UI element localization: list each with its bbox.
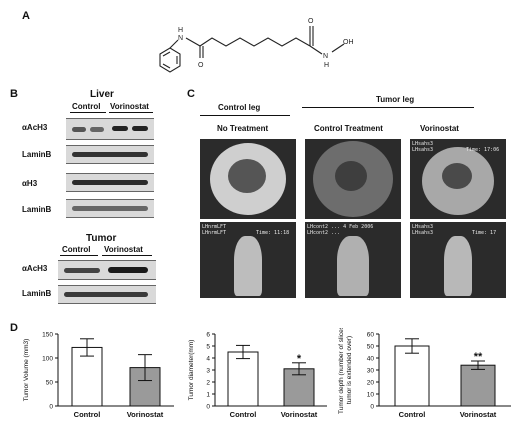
x-tick-label: Control bbox=[399, 410, 426, 419]
mri-cross-section-control-treatment bbox=[305, 139, 401, 219]
control-leg-label: Control leg bbox=[218, 103, 261, 112]
y-tick-label: 1 bbox=[206, 392, 210, 399]
mri-cross-section-vorinostat: LHsahs3 LHsahs3 Time: 17:06 bbox=[410, 139, 506, 219]
column-label-control-treatment: Control Treatment bbox=[314, 124, 383, 133]
liver-vorinostat-bracket bbox=[109, 112, 153, 113]
y-tick-label: 20 bbox=[367, 380, 375, 387]
significance-marker: ** bbox=[474, 351, 483, 363]
liver-row-label: αAcH3 bbox=[22, 123, 48, 132]
overlay-text: LHsahs3 bbox=[412, 224, 434, 230]
column-label-vorinostat: Vorinostat bbox=[420, 124, 459, 133]
liver-title: Liver bbox=[90, 89, 114, 100]
tumor-row-label: αAcH3 bbox=[22, 264, 48, 273]
panel-label-d: D bbox=[10, 322, 18, 334]
y-tick-label: 0 bbox=[370, 404, 374, 411]
y-tick-label: 6 bbox=[206, 332, 210, 339]
tumor-vorinostat-bracket bbox=[102, 255, 152, 256]
y-tick-label: 0 bbox=[206, 404, 210, 411]
panel-label-b: B bbox=[10, 88, 18, 100]
y-tick-label: 3 bbox=[206, 368, 210, 375]
bar bbox=[71, 346, 103, 407]
atom-n-amide: N bbox=[178, 35, 183, 42]
liver-group-control: Control bbox=[72, 102, 101, 111]
overlay-text: LHsahs3 bbox=[412, 147, 434, 153]
y-tick-label: 4 bbox=[206, 356, 210, 363]
liver-row-label: αH3 bbox=[22, 179, 38, 188]
atom-o-carbonyl2: O bbox=[308, 18, 314, 25]
y-tick-label: 0 bbox=[49, 404, 53, 411]
mri-leg-no-treatment: LHnrmLFT LHnrmLFT Time: 11:18 bbox=[200, 222, 296, 298]
tumor-title: Tumor bbox=[86, 233, 117, 244]
liver-blot-laminb bbox=[66, 199, 154, 218]
bar bbox=[227, 351, 259, 407]
chart-tumor-depth: 0 10 20 30 40 50 60 Tumor depth (number of slic… bbox=[338, 328, 511, 419]
atom-h-amide: H bbox=[178, 27, 183, 34]
panel-label-c: C bbox=[187, 88, 195, 100]
x-tick-label: Vorinostat bbox=[127, 410, 164, 419]
tumor-leg-bracket bbox=[302, 107, 474, 108]
y-tick-label: 100 bbox=[42, 356, 53, 363]
x-tick-label: Control bbox=[230, 410, 257, 419]
overlay-text: Time: 17:06 bbox=[466, 147, 500, 153]
y-axis-label: Tumor depth (number of slices bbox=[338, 328, 345, 414]
overlay-text: LHsahs3 bbox=[412, 230, 434, 236]
liver-row-label: LaminB bbox=[22, 205, 52, 214]
y-axis-label: Tumor Volume (mm3) bbox=[23, 339, 30, 402]
y-axis-label: Tumor diameter(mm) bbox=[188, 340, 195, 401]
y-tick-label: 50 bbox=[46, 380, 54, 387]
control-leg-bracket bbox=[200, 115, 290, 116]
y-tick-label: 40 bbox=[367, 356, 375, 363]
overlay-text: LHcont2 ... 4 Feb 2006 bbox=[307, 224, 374, 230]
y-tick-label: 2 bbox=[206, 380, 210, 387]
y-tick-label: 30 bbox=[367, 368, 375, 375]
overlay-text: LHsahs3 bbox=[412, 141, 434, 147]
x-tick-label: Control bbox=[74, 410, 101, 419]
y-tick-label: 10 bbox=[367, 392, 375, 399]
bar bbox=[394, 345, 430, 407]
atom-o-carbonyl1: O bbox=[198, 62, 204, 69]
significance-marker: * bbox=[297, 353, 302, 365]
y-tick-label: 60 bbox=[367, 332, 375, 339]
tumor-group-control: Control bbox=[62, 245, 91, 254]
overlay-text: Time: 17 bbox=[472, 230, 497, 236]
x-tick-label: Vorinostat bbox=[281, 410, 318, 419]
tumor-row-label: LaminB bbox=[22, 289, 52, 298]
overlay-text: LHnrmLFT bbox=[202, 224, 227, 230]
liver-blot-acetyl-h3 bbox=[66, 118, 154, 140]
tumor-leg-label: Tumor leg bbox=[376, 95, 415, 104]
panel-label-a: A bbox=[22, 10, 30, 22]
overlay-text: Time: 11:18 bbox=[256, 230, 290, 236]
vorinostat-structure: N H O O N H OH bbox=[159, 18, 354, 73]
atom-h-hydroxamic: H bbox=[324, 62, 329, 69]
atom-oh: OH bbox=[343, 39, 354, 46]
liver-control-bracket bbox=[70, 112, 106, 113]
mri-cross-section-no-treatment bbox=[200, 139, 296, 219]
mri-leg-control-treatment: LHcont2 ... 4 Feb 2006 LHcont2 ... bbox=[305, 222, 401, 298]
y-tick-label: 50 bbox=[367, 344, 375, 351]
mri-leg-vorinostat: LHsahs3 LHsahs3 Time: 17 bbox=[410, 222, 506, 298]
liver-row-label: LaminB bbox=[22, 150, 52, 159]
y-tick-label: 150 bbox=[42, 332, 53, 339]
overlay-text: LHcont2 ... bbox=[307, 230, 341, 236]
tumor-control-bracket bbox=[60, 255, 98, 256]
y-tick-label: 5 bbox=[206, 344, 210, 351]
tumor-group-vorinostat: Vorinostat bbox=[104, 245, 143, 254]
column-label-no-treatment: No Treatment bbox=[217, 124, 269, 133]
atom-n-hydroxamic: N bbox=[323, 53, 328, 60]
liver-blot-laminb bbox=[66, 145, 154, 164]
overlay-text: LHnrmLFT bbox=[202, 230, 227, 236]
tumor-blot-acetyl-h3 bbox=[58, 260, 156, 280]
x-tick-label: Vorinostat bbox=[460, 410, 497, 419]
bar bbox=[460, 364, 496, 407]
liver-group-vorinostat: Vorinostat bbox=[110, 102, 149, 111]
y-axis-label: tumor is extended over) bbox=[346, 336, 353, 404]
tumor-blot-laminb bbox=[58, 285, 156, 304]
liver-blot-h3 bbox=[66, 173, 154, 192]
